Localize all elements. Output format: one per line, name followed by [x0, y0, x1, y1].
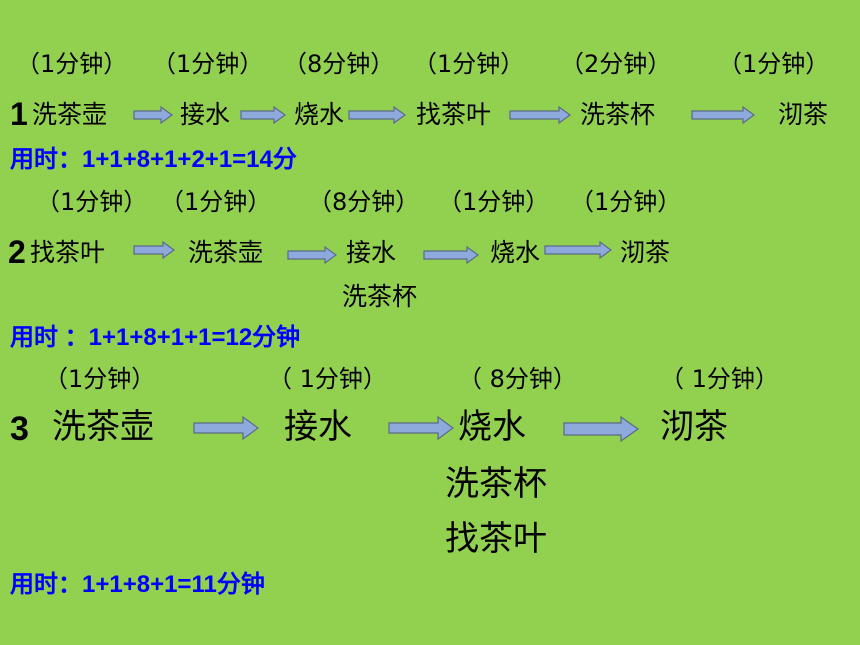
plan2-step-2: 洗茶壶 [188, 238, 264, 267]
plan2-duration-3: （8分钟） [308, 188, 420, 216]
plan2-number: 2 [8, 234, 26, 270]
plan2-duration-1: （1分钟） [36, 188, 148, 216]
plan2-step-5: 沏茶 [620, 238, 671, 267]
plan1-time-total: 用时：1+1+8+1+2+1=14分 [10, 146, 297, 173]
plan1-duration-5: （2分钟） [560, 50, 672, 78]
arrow-icon [544, 241, 612, 259]
arrow-icon [509, 106, 571, 124]
plan1-duration-4: （1分钟） [413, 50, 525, 78]
plan1-step-6: 沏茶 [778, 100, 829, 129]
plan2-duration-4: （1分钟） [438, 188, 550, 216]
arrow-icon [348, 106, 406, 124]
plan1-duration-2: （1分钟） [152, 50, 264, 78]
plan3-step-1: 洗茶壶 [52, 407, 154, 447]
plan3-parallel-step-2: 找茶叶 [445, 519, 547, 559]
plan1-number: 1 [10, 96, 28, 132]
plan3-duration-1: （1分钟） [44, 365, 156, 393]
arrow-icon [388, 416, 454, 440]
plan3-number: 3 [10, 410, 29, 448]
arrow-icon [133, 106, 173, 124]
plan3-step-2: 接水 [284, 407, 352, 447]
plan1-duration-1: （1分钟） [16, 50, 128, 78]
plan1-step-3: 烧水 [294, 100, 345, 129]
arrow-icon [287, 246, 337, 264]
plan3-step-3: 烧水 [458, 407, 526, 447]
plan2-duration-2: （1分钟） [160, 188, 272, 216]
arrow-icon [240, 106, 286, 124]
plan3-duration-4: （ 1分钟） [660, 365, 779, 393]
plan1-duration-6: （1分钟） [718, 50, 830, 78]
plan2-duration-5: （1分钟） [570, 188, 682, 216]
plan3-duration-2: （ 1分钟） [268, 365, 387, 393]
plan1-step-2: 接水 [180, 100, 231, 129]
plan3-duration-3: （ 8分钟） [458, 365, 577, 393]
plan3-time-total: 用时：1+1+8+1=11分钟 [10, 571, 265, 598]
arrow-icon [691, 106, 755, 124]
arrow-icon [193, 416, 259, 440]
plan2-step-3: 接水 [346, 238, 397, 267]
plan3-parallel-step-1: 洗茶杯 [445, 464, 547, 504]
plan3-step-4: 沏茶 [660, 407, 728, 447]
plan1-duration-3: （8分钟） [283, 50, 395, 78]
arrow-icon [423, 246, 479, 264]
plan1-step-4: 找茶叶 [416, 100, 492, 129]
plan2-step-1: 找茶叶 [30, 238, 106, 267]
arrow-icon [133, 241, 175, 259]
plan1-step-1: 洗茶壶 [32, 100, 108, 129]
plan2-parallel-step: 洗茶杯 [342, 282, 418, 311]
plan2-time-total: 用时 ：1+1+8+1+1=12分钟 [10, 324, 301, 351]
plan1-step-5: 洗茶杯 [580, 100, 656, 129]
plan2-step-4: 烧水 [490, 238, 541, 267]
arrow-icon [563, 416, 639, 442]
